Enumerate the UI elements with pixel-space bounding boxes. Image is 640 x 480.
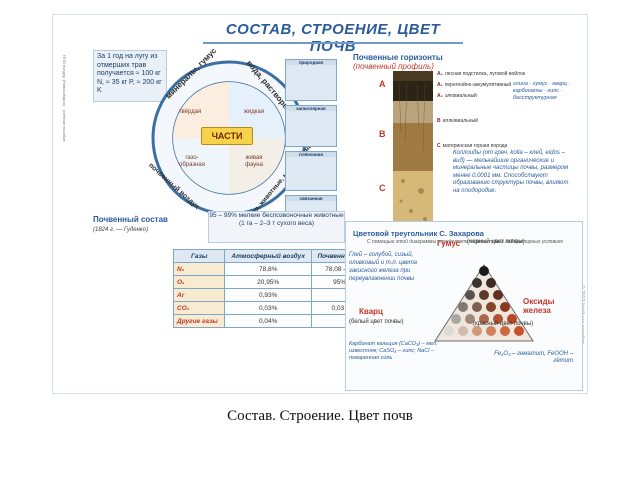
water-column-label: природная — [286, 60, 336, 65]
iron-oxides-label: Оксиды железа — [523, 297, 555, 315]
atm-value: 0,93% — [224, 288, 312, 302]
horizon-letter-b: В — [379, 129, 386, 139]
water-column-label: капиллярная — [286, 106, 336, 111]
gas-name: N₂ — [172, 262, 226, 276]
water-column-label: связанная — [286, 196, 336, 201]
iron-oxides-sub: (красный цвет почвы) — [473, 321, 534, 327]
atm-value: 20,95% — [224, 275, 312, 289]
soil-profile-image — [393, 71, 433, 231]
humus-sub: (черный цвет почвы) — [467, 239, 525, 245]
iron-formula-note: Fe₂O₃ – гематит, FeOOH – гётит — [494, 351, 573, 364]
soil-poster: НПО Кондор (Новосибирск) · учебное пособ… — [52, 14, 588, 394]
atm-value: 78,8% — [224, 262, 312, 276]
quartz-label: Кварц — [359, 307, 383, 316]
carbonate-note: Карбонат кальция (CaCO₃) – мел, известня… — [349, 341, 438, 361]
horizon-letter-a: А — [379, 79, 386, 89]
horizons-title: Почвенные горизонты (почвенный профиль) — [353, 53, 443, 71]
slide-caption: Состав. Строение. Цвет почв — [227, 408, 413, 424]
quartz-sub: (белый цвет почвы) — [349, 319, 404, 325]
triangle-title: Цветовой треугольник С. Захарова — [353, 229, 484, 238]
color-triangle — [434, 264, 534, 342]
gley-note: Глей – голубой, сизый, оливковый и т.п. … — [349, 252, 417, 282]
composition-sub: (1824 г. — Гуденко) — [93, 227, 149, 233]
organisms-note: 95 – 99% мелкие беспозвоночные животные … — [208, 211, 345, 243]
quarter-solid: твёрдая — [178, 109, 202, 115]
gas-name: CO₂ — [172, 301, 226, 315]
quadrant-living — [229, 138, 285, 194]
gas-name: Другие газы — [172, 314, 226, 328]
poster-title: СОСТАВ, СТРОЕНИЕ, ЦВЕТ ПОЧВ — [225, 21, 441, 55]
quarter-gas: газо-образная — [178, 155, 206, 168]
atm-value: 0,03% — [224, 301, 312, 315]
header-gases: Газы — [172, 249, 226, 263]
gas-name: O₂ — [172, 275, 226, 289]
quadrant-gas — [173, 138, 229, 194]
atm-value: 0,04% — [224, 314, 312, 328]
quadrant-liquid — [229, 82, 285, 138]
water-column-natural: природная — [285, 59, 337, 101]
header-atmospheric: Атмосферный воздух — [224, 249, 312, 263]
side-credit: НПО Кондор (Новосибирск) · учебное пособ… — [62, 55, 67, 142]
horizons-title-note: (почвенный профиль) — [353, 62, 434, 71]
water-column-capillary: капиллярная — [285, 105, 337, 147]
composition-label: Почвенный состав (1824 г. — Гуденко) — [93, 215, 171, 235]
composition-title: Почвенный состав — [93, 215, 168, 224]
quadrant-solid — [173, 82, 229, 138]
wheel-center-parts: ЧАСТИ — [201, 127, 253, 145]
title-underline — [203, 42, 463, 44]
water-column-film: плёночная — [285, 151, 337, 191]
humus-label: Гумус — [437, 239, 461, 248]
gas-name: Ar — [172, 288, 226, 302]
horizon-letters: А В С — [379, 73, 393, 233]
quarter-living: живая фауна — [245, 155, 263, 168]
triangle-gradient-dots — [444, 266, 524, 336]
quarter-liquid: жидкая — [243, 109, 265, 115]
colloid-note: Коллоиды (от греч. kolla – клей, eidos –… — [453, 150, 569, 194]
annual-nutrients-note: За 1 год на лугу из отмерших трав получа… — [93, 50, 167, 102]
water-column-label: плёночная — [286, 152, 336, 157]
triangle-subtitle: С помощью этой диаграммы определяется цв… — [366, 239, 564, 245]
horizon-side-notes: глина · гумус · кварц · карбонаты · гипс… — [513, 81, 571, 101]
horizons-title-text: Почвенные горизонты — [353, 53, 443, 62]
horizon-letter-c: С — [379, 183, 386, 193]
